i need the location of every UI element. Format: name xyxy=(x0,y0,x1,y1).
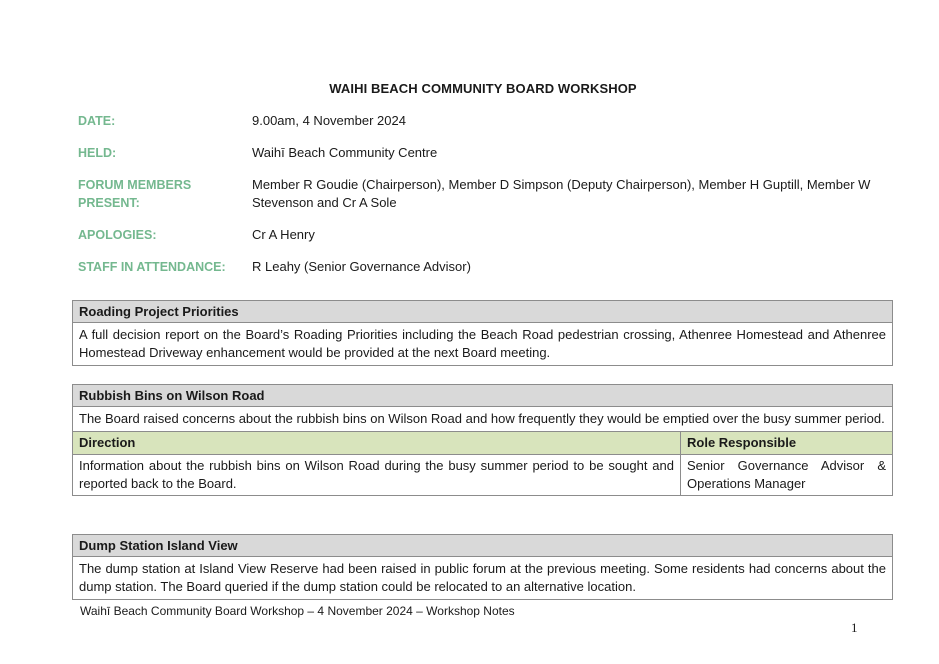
direction-cell: Information about the rubbish bins on Wi… xyxy=(73,455,681,495)
direction-header: Direction xyxy=(73,432,681,454)
section-dump-station: Dump Station Island View The dump statio… xyxy=(72,534,893,600)
role-cell: Senior Governance Advisor & Operations M… xyxy=(687,458,886,491)
role-header: Role Responsible xyxy=(687,435,797,450)
meta-value: Waihī Beach Community Centre xyxy=(252,145,438,160)
section-heading: Rubbish Bins on Wilson Road xyxy=(73,385,892,407)
section-heading: Roading Project Priorities xyxy=(73,301,892,323)
direction-table-header: Direction Role Responsible xyxy=(73,431,892,454)
document-title: WAIHI BEACH COMMUNITY BOARD WORKSHOP xyxy=(329,81,637,96)
meta-label: DATE: xyxy=(78,114,116,128)
section-body: The dump station at Island View Reserve … xyxy=(79,561,886,594)
section-roading-priorities: Roading Project Priorities A full decisi… xyxy=(72,300,893,366)
meta-label: APOLOGIES: xyxy=(78,228,157,242)
page-number: 1 xyxy=(851,620,858,635)
meta-label: HELD: xyxy=(78,146,117,160)
meta-value: Member R Goudie (Chairperson), Member D … xyxy=(252,177,871,210)
meta-label: STAFF IN ATTENDANCE: xyxy=(78,260,226,274)
section-heading: Dump Station Island View xyxy=(73,535,892,557)
page-footer: Waihī Beach Community Board Workshop – 4… xyxy=(80,604,515,618)
section-body: The Board raised concerns about the rubb… xyxy=(79,411,885,426)
section-rubbish-bins: Rubbish Bins on Wilson Road The Board ra… xyxy=(72,384,893,496)
meta-value: 9.00am, 4 November 2024 xyxy=(252,113,406,128)
meta-value: R Leahy (Senior Governance Advisor) xyxy=(252,259,471,274)
meta-label: FORUM MEMBERS PRESENT: xyxy=(78,178,192,210)
table-row: Information about the rubbish bins on Wi… xyxy=(73,454,892,495)
section-body: A full decision report on the Board’s Ro… xyxy=(79,327,886,360)
meta-value: Cr A Henry xyxy=(252,227,315,242)
